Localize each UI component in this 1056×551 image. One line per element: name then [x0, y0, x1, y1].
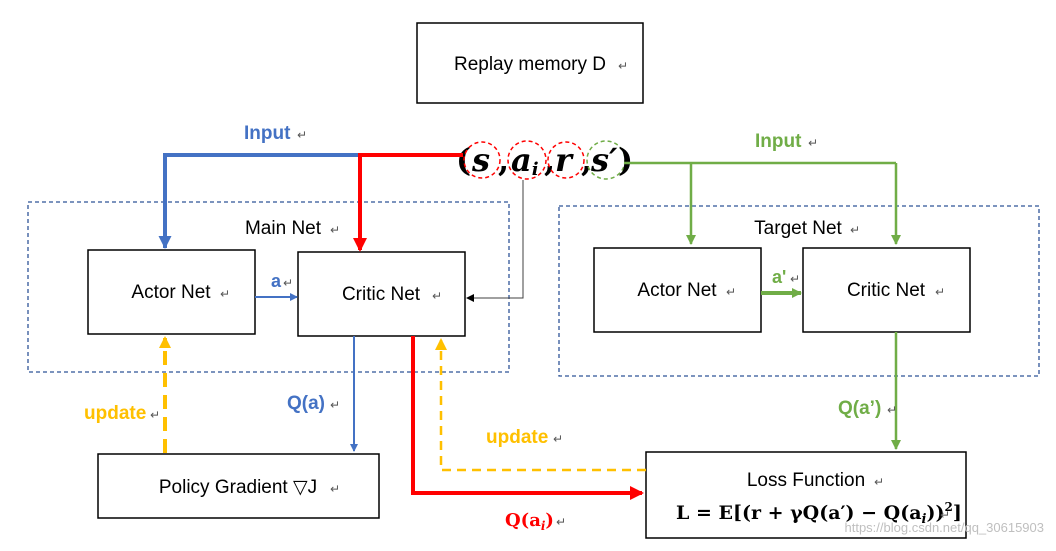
- target-net-title: Target Net: [754, 218, 842, 239]
- tuple-comma-2: ,: [544, 141, 555, 179]
- svg-text:↵: ↵: [220, 287, 230, 301]
- input-label-green: Input: [755, 131, 802, 152]
- replay-memory-label: Replay memory D: [454, 54, 606, 75]
- svg-text:↵: ↵: [874, 475, 884, 489]
- svg-text:↵: ↵: [150, 408, 160, 422]
- replay-memory-box: [416, 22, 644, 104]
- main-net-title: Main Net: [245, 218, 322, 239]
- critic-net-target-label: Critic Net: [847, 280, 926, 301]
- tuple-s: s: [471, 141, 490, 179]
- svg-text:↵: ↵: [297, 128, 307, 142]
- q-ai-arrow: [411, 336, 644, 500]
- actor-net-target-box: [593, 247, 762, 333]
- update-label-right: update: [486, 427, 548, 448]
- svg-text:↵: ↵: [283, 276, 293, 290]
- watermark: https://blog.csdn.net/qq_30615903: [845, 520, 1045, 535]
- tuple-to-critic-line: [466, 180, 524, 302]
- svg-text:↵: ↵: [330, 223, 340, 237]
- update-critic-arrow: [435, 338, 646, 472]
- svg-text:↵: ↵: [556, 515, 566, 529]
- q-a-prime-label: Q(a’): [838, 398, 881, 419]
- svg-text:↵: ↵: [850, 223, 860, 237]
- svg-text:↵: ↵: [432, 289, 442, 303]
- tuple-s-circle: [463, 141, 501, 179]
- svg-text:↵: ↵: [790, 272, 800, 286]
- tuple-r: r: [555, 141, 574, 179]
- loss-function-box: [645, 451, 967, 539]
- actor-net-main-label: Actor Net: [131, 282, 211, 303]
- svg-text:↵: ↵: [726, 285, 736, 299]
- tuple-comma-1: ,: [498, 141, 509, 179]
- loss-formula: L = E[(r + γQ(a′) − Q(ai))2]: [676, 500, 962, 527]
- tuple-s-prime: s′: [590, 141, 618, 179]
- q-ai-label: Q(ai): [505, 510, 554, 533]
- svg-text:↵: ↵: [618, 59, 628, 73]
- tuple-a: ai: [511, 141, 539, 180]
- tuple-close-paren: ): [618, 141, 633, 179]
- svg-text:↵: ↵: [553, 432, 563, 446]
- svg-text:↵: ↵: [887, 403, 897, 417]
- action-label-a-prime: a': [772, 267, 786, 287]
- actor-net-target-label: Actor Net: [637, 280, 717, 301]
- actor-net-main-box: [87, 249, 256, 335]
- loss-function-label: Loss Function: [747, 470, 865, 491]
- critic-net-target-box: [802, 247, 971, 333]
- policy-gradient-box: [97, 453, 380, 519]
- svg-text:↵: ↵: [940, 508, 950, 522]
- input-label-blue: Input: [244, 123, 291, 144]
- tuple-a-circle: [507, 140, 547, 180]
- policy-gradient-label: Policy Gradient ▽J: [159, 477, 317, 498]
- action-label-a: a: [271, 271, 282, 291]
- main-net-container: [27, 201, 510, 373]
- tuple-r-circle: [547, 141, 585, 179]
- svg-text:↵: ↵: [330, 482, 340, 496]
- svg-text:↵: ↵: [808, 136, 818, 150]
- update-label-left: update: [84, 403, 146, 424]
- tuple-s-prime-circle: [586, 140, 626, 180]
- svg-text:↵: ↵: [935, 285, 945, 299]
- q-a-label: Q(a): [287, 393, 325, 414]
- critic-net-main-label: Critic Net: [342, 284, 421, 305]
- target-net-container: [558, 205, 1040, 377]
- svg-text:↵: ↵: [330, 398, 340, 412]
- transition-tuple: ( s , ai , r , s′ ): [456, 140, 633, 180]
- critic-net-main-box: [297, 251, 466, 337]
- input-to-critic-arrow: [353, 153, 463, 252]
